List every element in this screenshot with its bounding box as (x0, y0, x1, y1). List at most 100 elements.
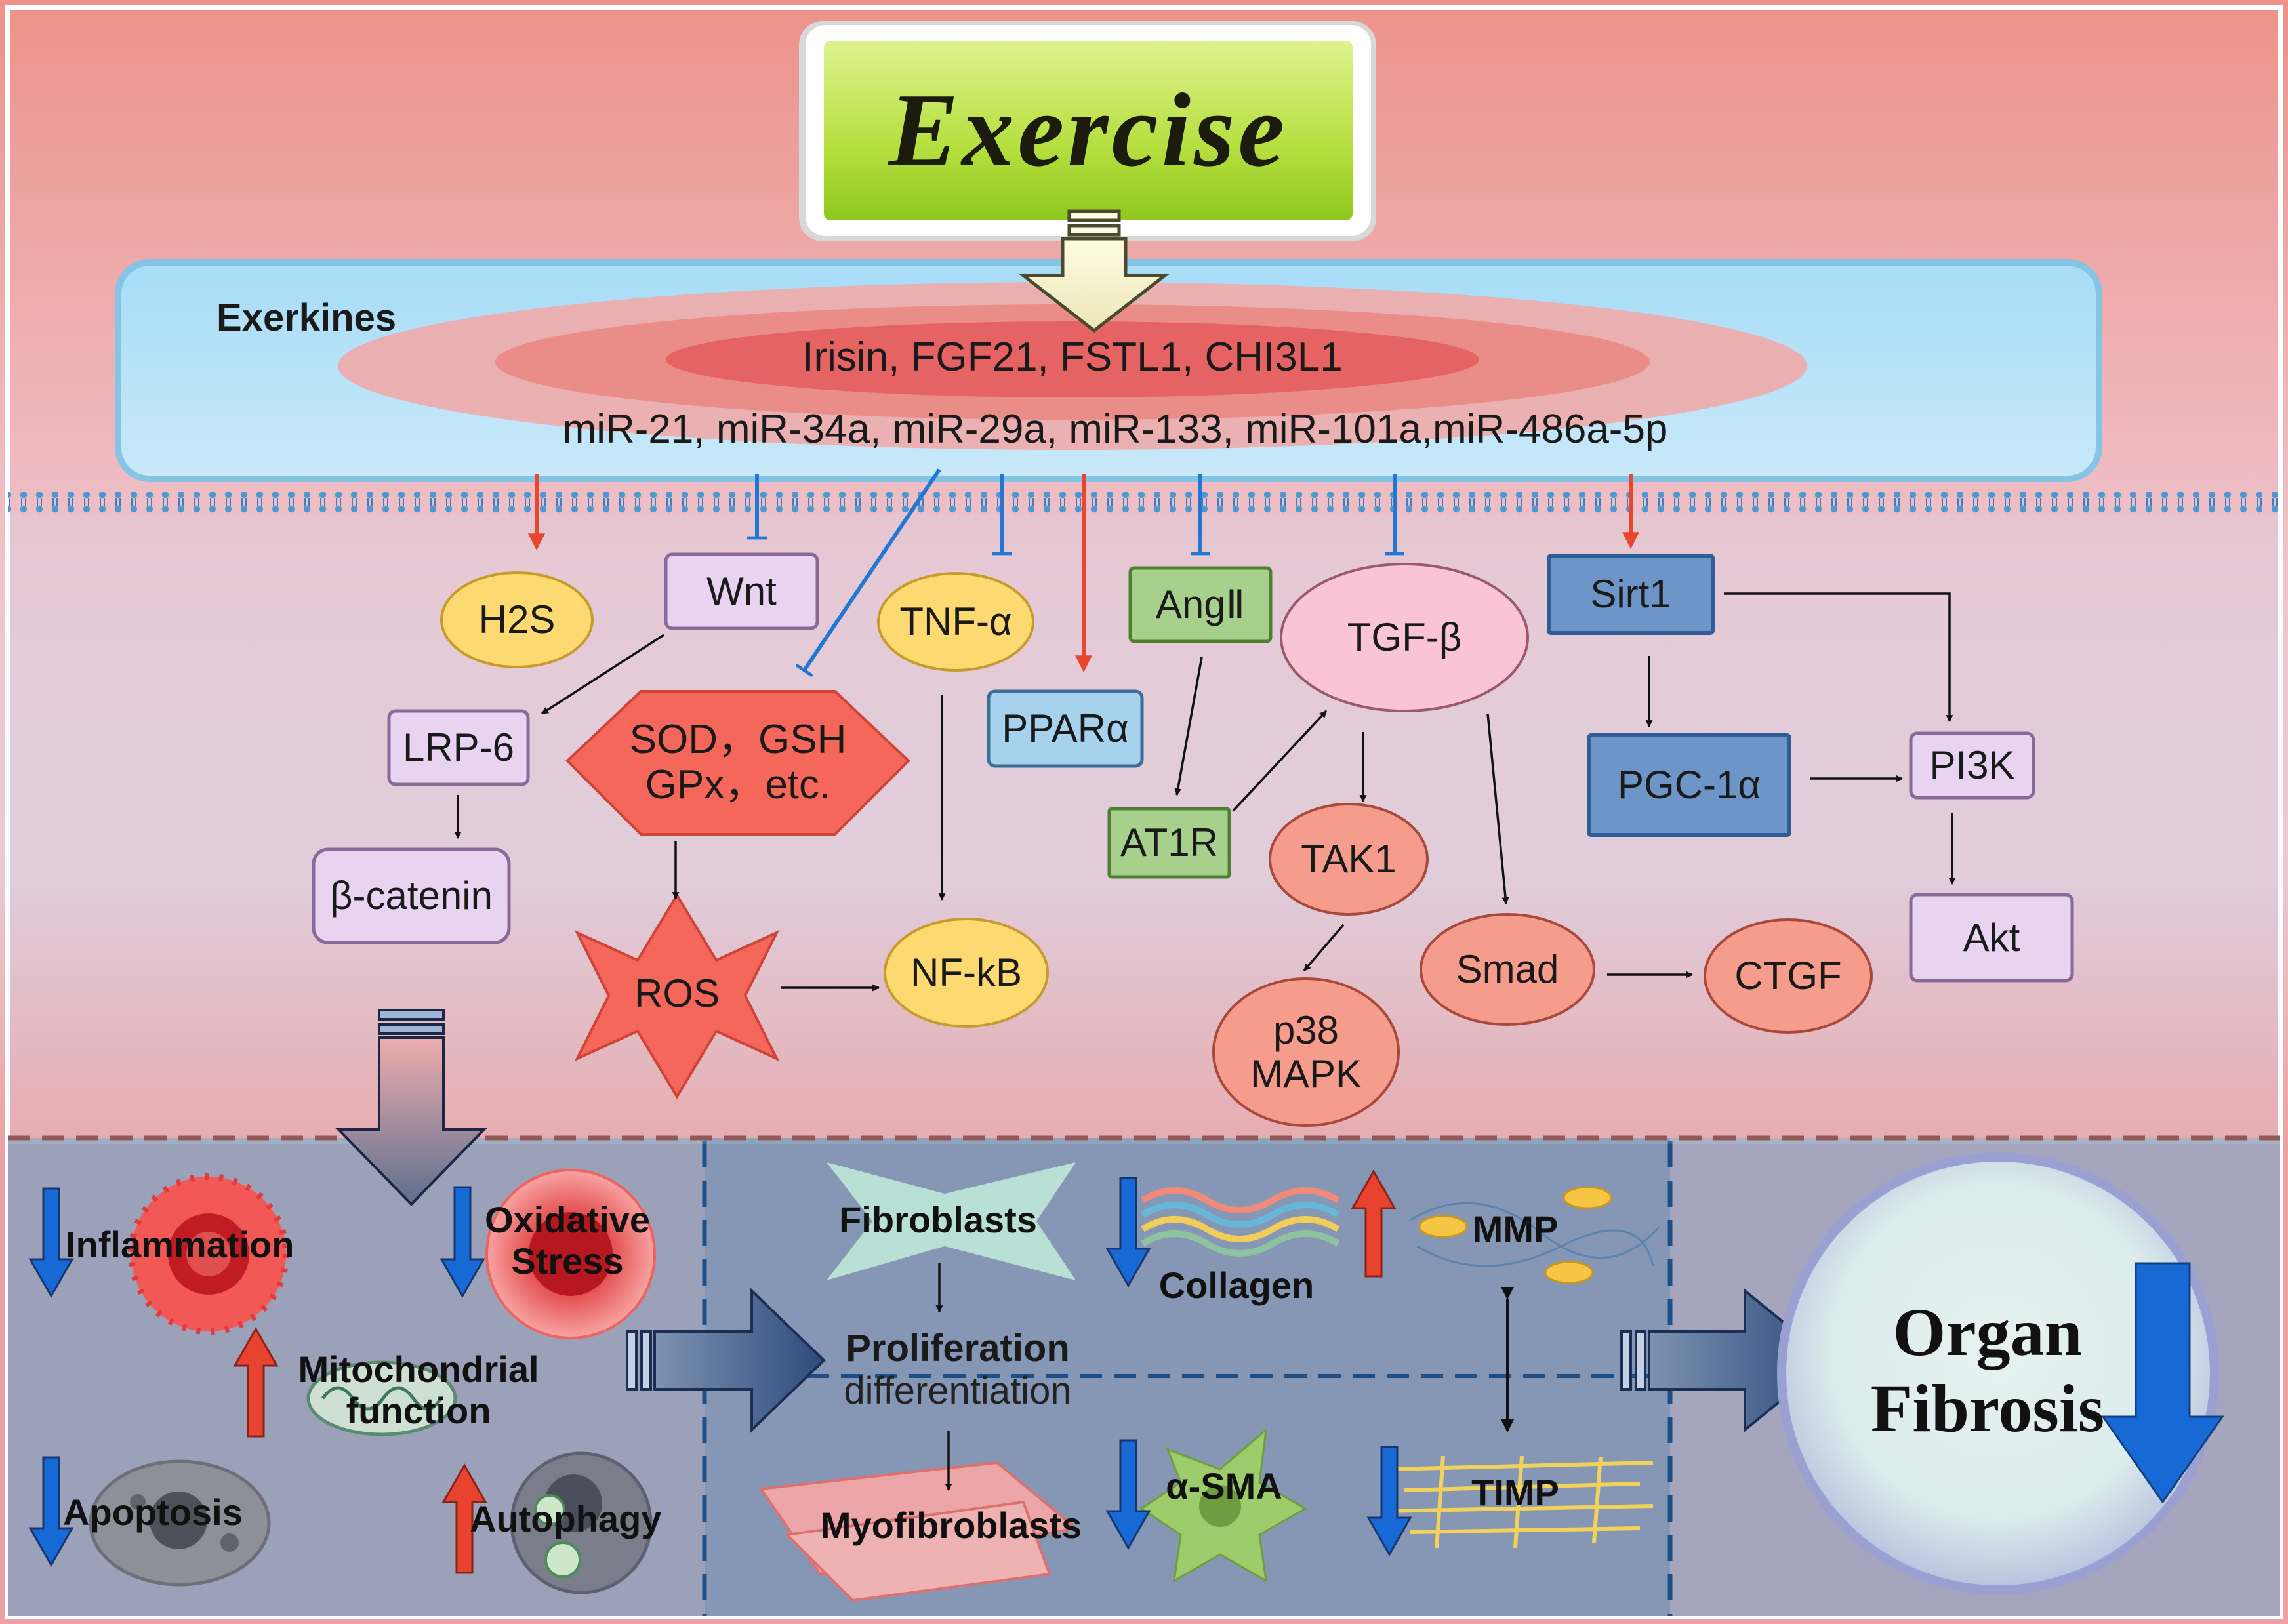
p38mapk-shape (1212, 977, 1400, 1127)
exerkines-cloud-inner (666, 321, 1479, 397)
effect-oxidative-stress-line1: Oxidative (484, 1199, 651, 1241)
exerkines-proteins: Irisin, FGF21, FSTL1, CHI3L1 (802, 335, 1343, 380)
collagen-illustration (1141, 1187, 1340, 1257)
cell-membrane (8, 492, 2280, 514)
node-tnfa: TNF-α (899, 599, 1012, 644)
effect-oxidative-stress: Oxidative Stress (459, 1188, 676, 1293)
exercise-title: Exercise (888, 71, 1288, 189)
node-sirt1: Sirt1 (1590, 572, 1671, 617)
down-arrow-apoptosis (28, 1456, 74, 1568)
node-p38mapk-line1: p38 (1273, 1007, 1339, 1052)
effect-oxidative-stress-line2: Stress (511, 1240, 624, 1282)
promote-arrows (528, 474, 1639, 673)
organ-fibrosis-down-arrow (2101, 1262, 2224, 1504)
myofibroblast-illustration (758, 1461, 1079, 1602)
node-p38mapk-line2: MAPK (1250, 1052, 1362, 1096)
node-at1r: AT1R (1120, 821, 1218, 865)
arrow-ang2-at1r (1174, 657, 1203, 796)
effect-timp: TIMP (1471, 1471, 1559, 1513)
effect-asma: α-SMA (1166, 1465, 1282, 1507)
akt-shape (1909, 893, 2074, 983)
node-bcatenin: β-catenin (330, 874, 493, 918)
node-ang2: AngⅡ (1155, 582, 1246, 627)
antioxidants-shape (565, 690, 910, 836)
organ-fibrosis-line2: Fibrosis (1870, 1371, 2105, 1446)
h2s-shape (440, 571, 594, 668)
effect-autophagy: Autophagy (470, 1497, 662, 1539)
organ-fibrosis-label: Organ Fibrosis (1837, 1279, 2138, 1463)
apoptosis-cell-illustration (89, 1459, 271, 1587)
up-arrow-autophagy (441, 1463, 487, 1574)
node-wnt: Wnt (706, 569, 777, 613)
inhibit-antioxidant-route (795, 468, 941, 678)
tgfb-shape (1280, 563, 1529, 712)
node-akt: Akt (1963, 915, 2020, 960)
down-arrow-inflammation (28, 1187, 74, 1299)
effect-inflammation: Inflammation (66, 1223, 295, 1265)
pathway-arrows (454, 592, 1956, 992)
up-arrow-mitochondrial (233, 1326, 279, 1438)
left-down-arrow (335, 1009, 487, 1206)
node-antioxidants-line2: GPx，etc. (645, 762, 831, 807)
at1r-shape (1107, 807, 1231, 879)
arrow-at1r-tgfb (1232, 710, 1328, 812)
down-arrow-collagen (1105, 1177, 1151, 1288)
organ-fibrosis-circle (1777, 1152, 2219, 1594)
exercise-banner-fill (824, 41, 1353, 220)
pi3k-shape (1909, 731, 2035, 800)
exerkines-mirnas: miR-21, miR-34a, miR-29a, miR-133, miR-1… (562, 407, 1668, 453)
regulation-arrows (28, 1169, 1412, 1574)
node-ppara: PPARα (1002, 706, 1129, 751)
node-nfkb: NF-kB (910, 950, 1022, 995)
ppara-shape (987, 689, 1144, 768)
arrow-sirt1-pi3k (1724, 592, 1953, 723)
mitochondria-illustration (306, 1360, 457, 1436)
node-antioxidants: SOD，GSH GPx，etc. (590, 703, 886, 821)
node-p38mapk: p38 MAPK (1214, 985, 1399, 1119)
node-lrp6: LRP-6 (402, 725, 515, 770)
oxidative-stress-cell-illustration (485, 1169, 656, 1339)
node-tak1: TAK1 (1301, 837, 1397, 882)
exerkines-label: Exerkines (216, 296, 397, 339)
up-arrow-mmp (1351, 1169, 1397, 1278)
effect-mitochondrial: Mitochondrial function (268, 1338, 569, 1443)
lrp6-shape (387, 709, 530, 786)
arrow-tak1-p38 (1303, 924, 1345, 972)
effect-myofibroblasts: Myofibroblasts (820, 1504, 1082, 1546)
ctgf-shape (1704, 918, 1873, 1034)
tnfa-shape (877, 572, 1034, 672)
main-down-arrow (1018, 209, 1170, 333)
node-antioxidants-line1: SOD，GSH (629, 716, 847, 762)
ros-shape (574, 893, 780, 1099)
smad-shape (1420, 913, 1595, 1026)
node-h2s: H2S (478, 598, 556, 642)
organ-fibrosis-line1: Organ (1892, 1294, 2083, 1370)
tak1-shape (1269, 803, 1429, 916)
node-pgc1a: PGC-1α (1617, 763, 1761, 807)
arrow-tgfb-smad (1486, 713, 1509, 905)
asma-illustration (1139, 1427, 1308, 1583)
effect-fibroblasts: Fibroblasts (839, 1198, 1037, 1240)
down-arrow-asma (1105, 1439, 1151, 1551)
ang2-shape (1128, 566, 1273, 643)
effect-mmp: MMP (1472, 1208, 1559, 1249)
node-pi3k: PI3K (1929, 743, 2015, 788)
node-tgfb: TGF-β (1347, 615, 1462, 660)
inhibit-arrows (747, 468, 1404, 678)
node-ctgf: CTGF (1734, 954, 1842, 998)
down-arrow-timp (1366, 1446, 1412, 1557)
mmp-illustration (1410, 1186, 1661, 1284)
pgc1a-shape (1587, 733, 1791, 837)
timp-illustration (1383, 1455, 1654, 1549)
bcatenin-shape (312, 847, 511, 944)
wnt-shape (664, 552, 819, 630)
effect-apoptosis: Apoptosis (63, 1491, 243, 1533)
right-arrow-1 (626, 1288, 826, 1433)
arrow-wnt-lrp6 (541, 634, 664, 715)
effect-mitochondrial-line1: Mitochondrial (298, 1349, 539, 1391)
effect-mitochondrial-line2: function (346, 1390, 491, 1431)
effect-proliferation-differentiation: Proliferation differentiation (800, 1314, 1115, 1426)
down-arrow-oxidative-stress (439, 1186, 485, 1299)
effect-differentiation: differentiation (844, 1370, 1072, 1412)
effect-collagen: Collagen (1158, 1264, 1315, 1306)
